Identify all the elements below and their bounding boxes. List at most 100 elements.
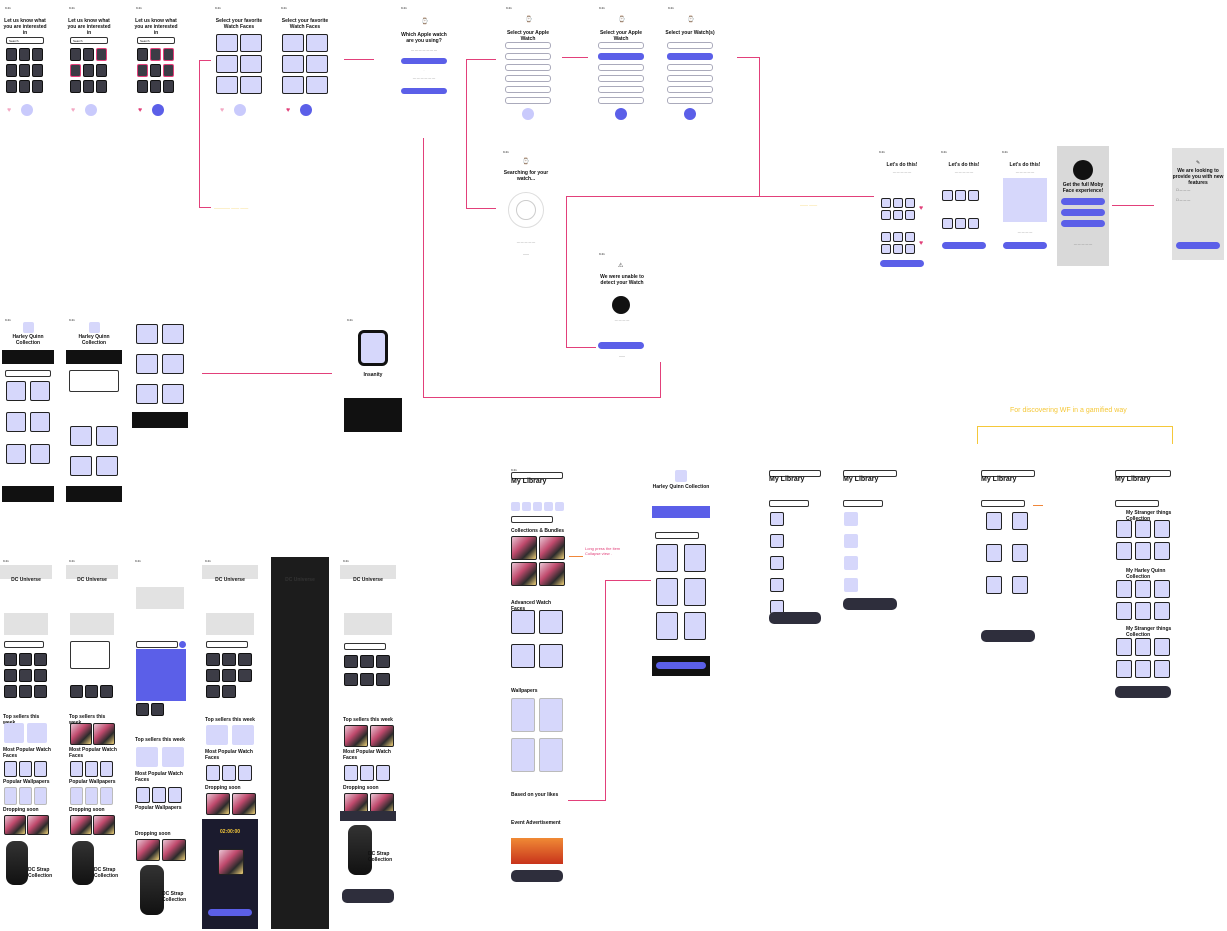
face-tile[interactable] [905,198,915,208]
list-thumb[interactable] [770,512,784,526]
face-tile[interactable] [1154,580,1170,598]
face-tile[interactable] [136,384,158,404]
continue-button[interactable] [1176,242,1220,249]
category-tile[interactable] [137,48,148,61]
face-tile[interactable] [376,673,390,686]
category-tile[interactable] [32,80,43,93]
face-tile[interactable] [30,381,50,401]
heart-icon[interactable]: ♥ [138,107,143,114]
sort-dropdown[interactable] [769,500,809,507]
watch-option[interactable] [505,64,551,71]
comic-tile[interactable] [27,815,49,835]
bottom-nav[interactable] [511,870,563,882]
comic-tile[interactable] [206,793,230,815]
watch-option[interactable] [598,64,644,71]
face-tile[interactable] [232,725,254,745]
watch-option[interactable] [667,42,713,49]
watch-option[interactable] [598,97,644,104]
next-button[interactable] [522,108,534,120]
category-tile[interactable] [70,80,81,93]
face-tile[interactable] [70,761,83,777]
face-tile[interactable] [222,653,236,666]
face-tile[interactable] [282,34,304,52]
heart-icon[interactable]: ♥ [7,107,12,114]
watch-option[interactable] [505,97,551,104]
plan-button[interactable] [1061,209,1105,216]
category-tile[interactable] [6,64,17,77]
face-tile[interactable] [4,669,17,682]
face-tile[interactable] [6,381,26,401]
category-tile[interactable] [96,64,107,77]
secondary-button[interactable] [401,88,447,94]
watch-option-selected[interactable] [598,53,644,60]
face-tile[interactable] [656,578,678,606]
primary-button[interactable] [401,58,447,64]
face-tile[interactable] [986,544,1002,562]
face-tile[interactable] [70,456,92,476]
face-tile[interactable] [4,685,17,698]
face-tile[interactable] [136,787,150,803]
face-tile[interactable] [34,653,47,666]
face-tile[interactable] [360,655,374,668]
face-tile[interactable] [986,576,1002,594]
face-tile[interactable] [905,232,915,242]
face-tile[interactable] [100,685,113,698]
face-tile[interactable] [216,34,238,52]
category-chip[interactable] [555,502,564,511]
bottom-nav[interactable] [843,598,897,610]
heart-icon[interactable]: ♥ [286,107,291,114]
face-tile[interactable] [4,653,17,666]
comic-tile[interactable] [136,839,160,861]
filter-dropdown-open[interactable] [69,370,119,392]
category-tile[interactable] [96,80,107,93]
face-tile[interactable] [1154,520,1170,538]
face-tile[interactable] [100,761,113,777]
watch-option-selected[interactable] [667,53,713,60]
face-tile[interactable] [942,190,953,201]
category-tile-selected[interactable] [163,48,174,61]
search-input[interactable] [769,470,821,477]
category-tile[interactable] [19,80,30,93]
bottom-bar[interactable] [66,486,122,502]
face-tile[interactable] [282,55,304,73]
category-tile[interactable] [137,80,148,93]
category-chip[interactable] [533,502,542,511]
face-tile[interactable] [85,685,98,698]
wallpaper-tile[interactable] [539,698,563,732]
filter-dropdown[interactable] [206,641,248,648]
list-thumb[interactable] [770,534,784,548]
sort-dropdown[interactable] [511,516,553,523]
face-tile[interactable] [70,685,83,698]
face-tile[interactable] [881,198,891,208]
comic-tile[interactable] [93,723,115,745]
category-tile-selected[interactable] [137,64,148,77]
category-chip[interactable] [511,502,520,511]
face-tile[interactable] [539,610,563,634]
face-tile[interactable] [1116,660,1132,678]
face-tile[interactable] [376,765,390,781]
face-tile[interactable] [684,578,706,606]
face-tile[interactable] [344,673,358,686]
face-tile[interactable] [6,412,26,432]
category-tile[interactable] [6,80,17,93]
face-tile[interactable] [152,787,166,803]
sort-dropdown[interactable] [981,500,1025,507]
face-tile[interactable] [539,644,563,668]
watch-option[interactable] [667,64,713,71]
category-tile[interactable] [70,48,81,61]
search-input[interactable] [511,472,563,479]
list-thumb[interactable] [770,578,784,592]
add-button[interactable] [656,662,706,669]
face-tile[interactable] [893,232,903,242]
face-tile[interactable] [306,55,328,73]
wallpaper-tile[interactable] [4,787,17,805]
event-banner[interactable] [511,838,563,864]
face-tile[interactable] [206,669,220,682]
category-tile[interactable] [83,64,94,77]
wallpaper-tile[interactable] [100,787,113,805]
bundle-tile[interactable] [511,536,537,560]
bottom-nav[interactable] [769,612,821,624]
cancel-link[interactable]: —— [619,354,625,358]
heart-icon[interactable]: ♥ [919,240,924,247]
comic-tile[interactable] [232,793,256,815]
